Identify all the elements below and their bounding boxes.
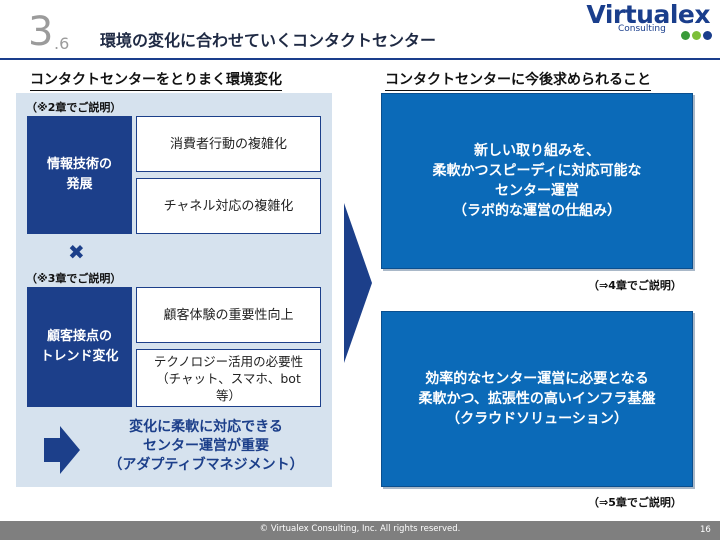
chapter4-ref: （⇒4章でご説明） (588, 279, 682, 292)
big-chevron-icon (344, 203, 372, 363)
section-number: 3 (28, 9, 53, 55)
chapter2-note: （※2章でご説明） (26, 101, 122, 114)
conclusion-text: 変化に柔軟に対応できる センター運営が重要 （アダプティブマネジメント） (108, 419, 304, 473)
logo-dots-icon (681, 25, 717, 40)
requirement-cloud-infra: 効率的なセンター運営に必要となる 柔軟かつ、拡張性の高いインフラ基盤 （クラウド… (381, 311, 693, 487)
chapter5-ref: （⇒5章でご説明） (588, 496, 682, 509)
header-divider (0, 58, 720, 60)
requirement-lab-operation: 新しい取り組みを、 柔軟かつスピーディに対応可能な センター運営 （ラボ的な運営… (381, 93, 693, 269)
page-number: 16 (700, 525, 711, 535)
effect-customer-experience: 顧客体験の重要性向上 (136, 287, 321, 343)
chapter3-note: （※3章でご説明） (26, 272, 122, 285)
effect-channel-complexity: チャネル対応の複雑化 (136, 178, 321, 234)
footer-bar (0, 521, 720, 540)
effect-technology-need: テクノロジー活用の必要性 （チャット、スマホ、bot 等） (136, 349, 321, 407)
cross-icon: ✖ (68, 240, 85, 264)
right-arrow-icon (44, 426, 80, 474)
copyright: © Virtualex Consulting, Inc. All rights … (259, 524, 461, 534)
factor-customer-touchpoint: 顧客接点の トレンド変化 (27, 287, 132, 407)
effect-consumer-behavior: 消費者行動の複雑化 (136, 116, 321, 172)
company-logo: Virtualex (586, 0, 710, 29)
slide-title: 環境の変化に合わせていくコンタクトセンター (100, 31, 437, 50)
left-section-heading: コンタクトセンターをとりまく環境変化 (30, 69, 282, 91)
company-logo-sub: Consulting (618, 24, 666, 34)
right-section-heading: コンタクトセンターに今後求められること (385, 69, 651, 91)
section-subnumber: .6 (54, 34, 70, 53)
factor-it-development: 情報技術の 発展 (27, 116, 132, 234)
